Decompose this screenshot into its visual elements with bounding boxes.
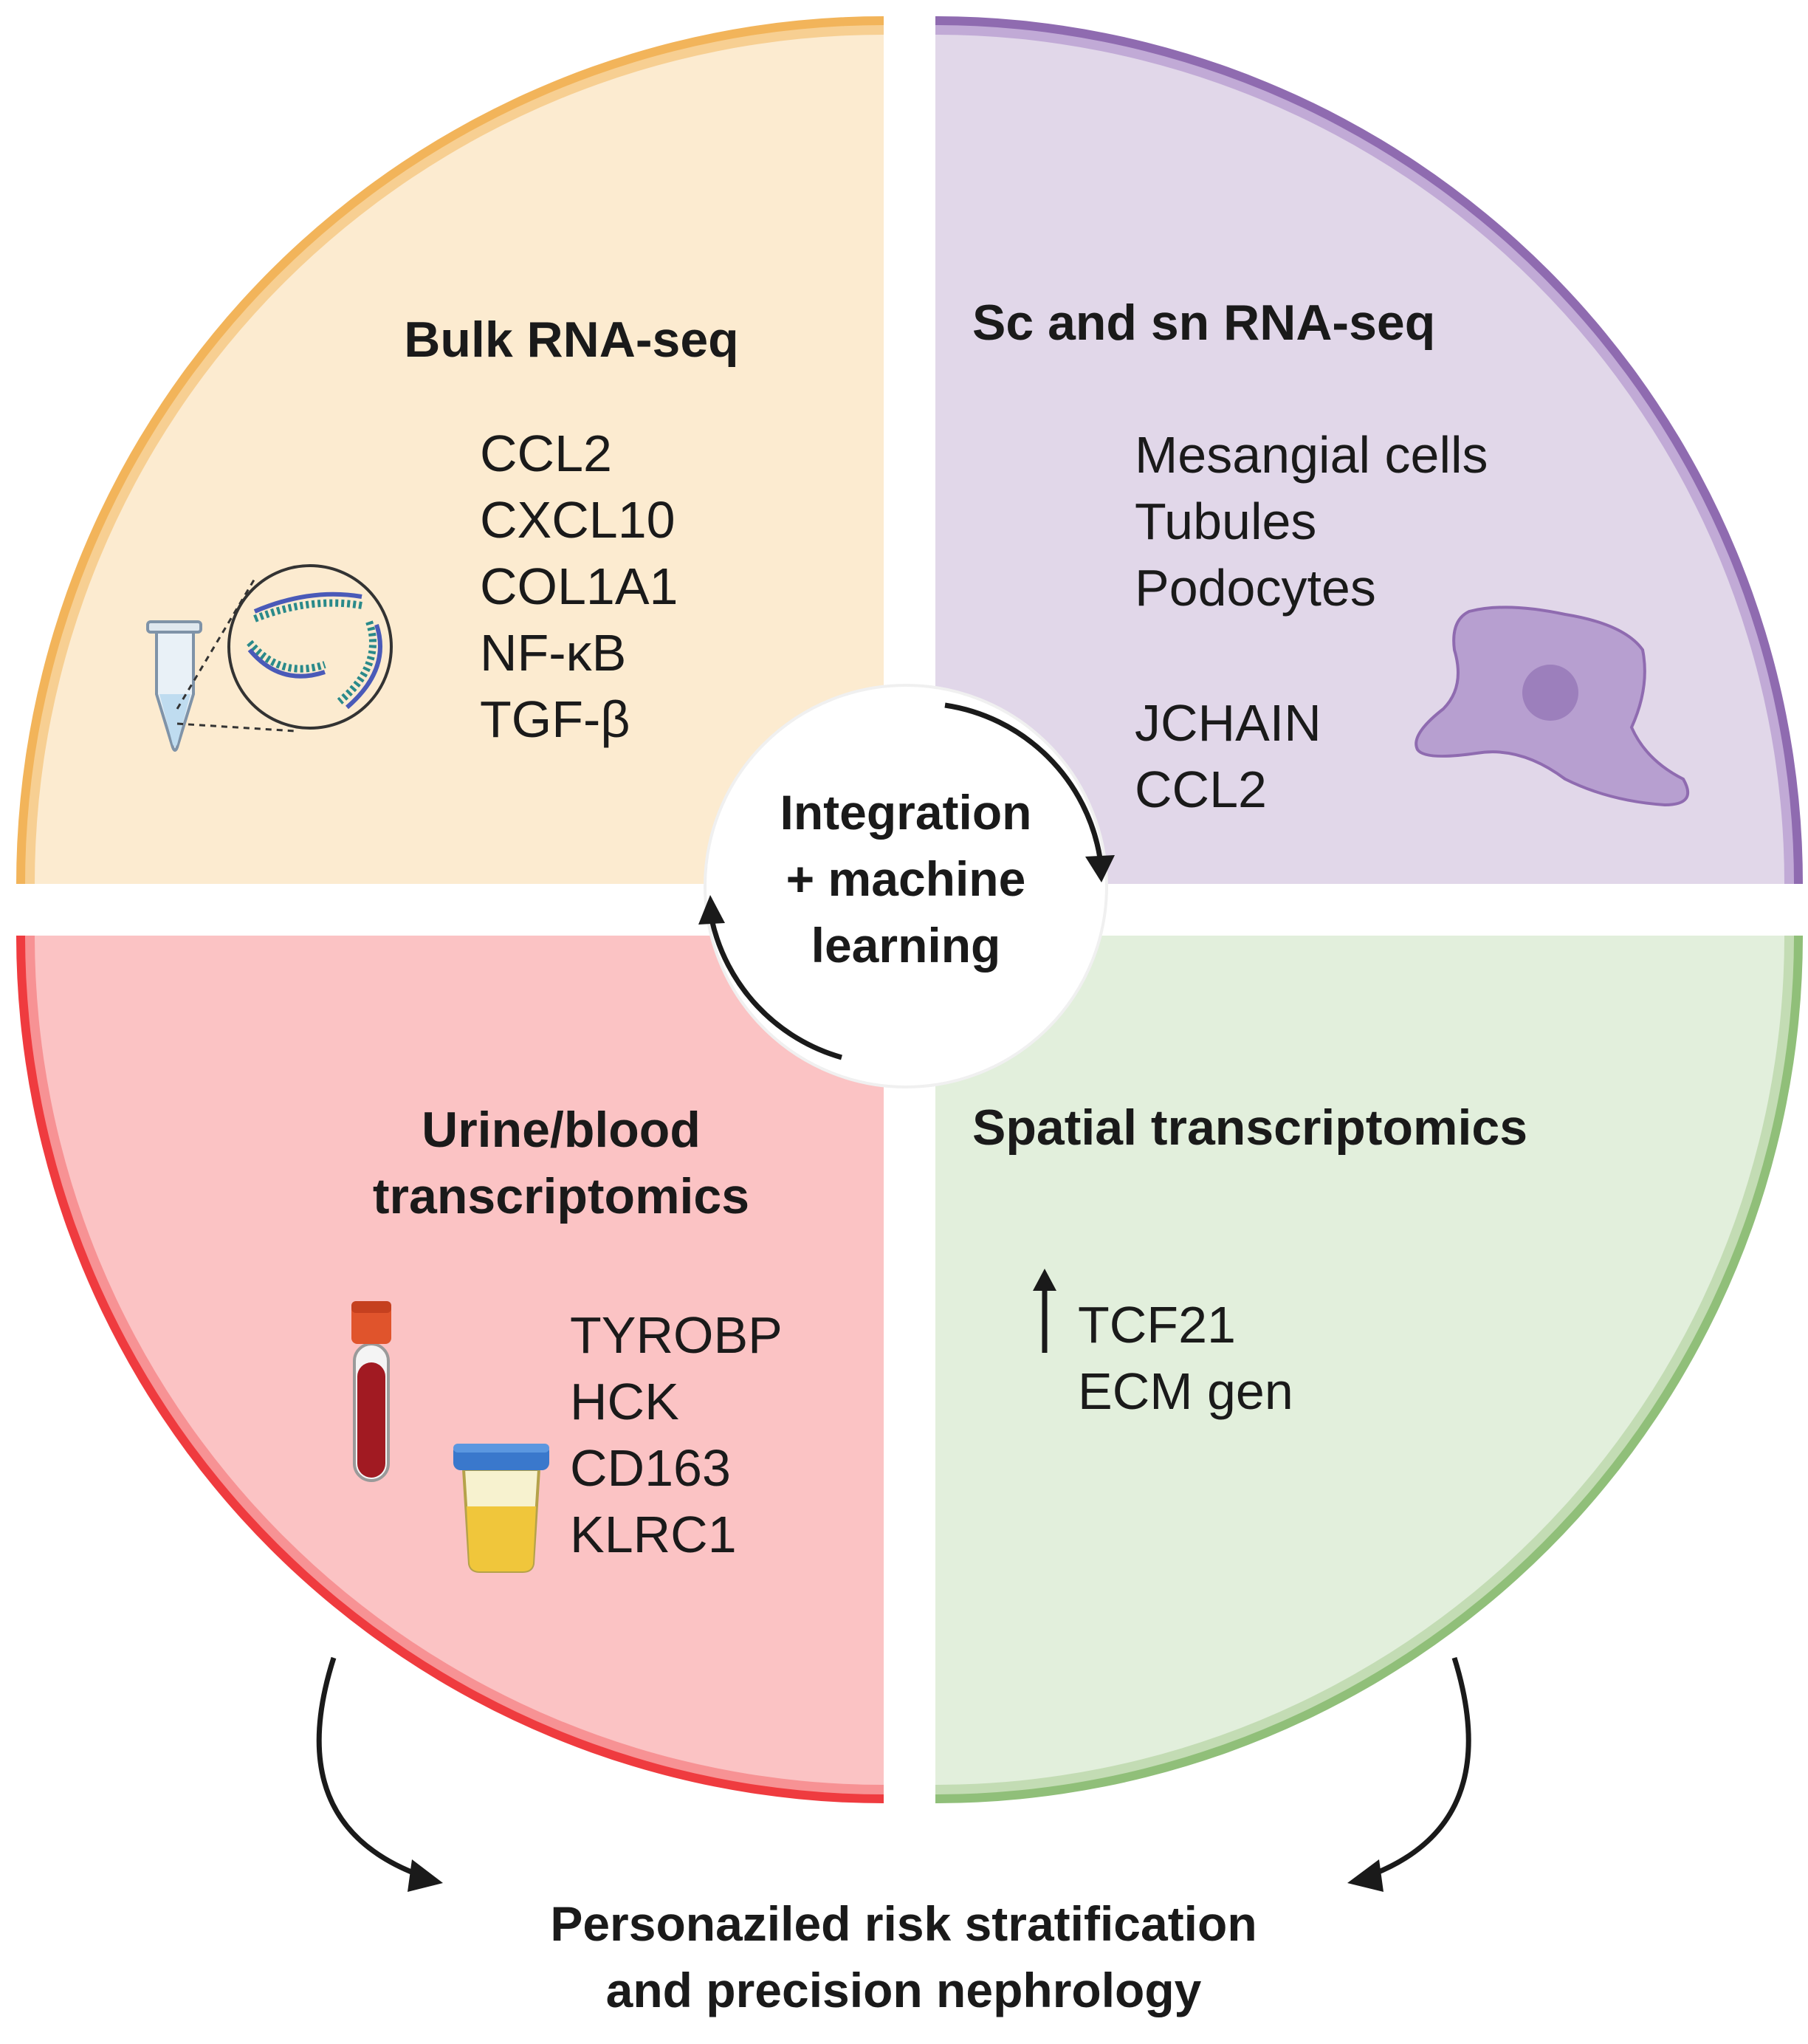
sc-cell-type: Tubules xyxy=(1135,493,1316,550)
curved-arrow-icon xyxy=(316,1656,443,1892)
quadrant-spatial-fill xyxy=(935,936,1784,1785)
cell-icon xyxy=(1415,606,1690,807)
quadrant-urine-blood xyxy=(16,936,884,1803)
urine-title-line: transcriptomics xyxy=(373,1168,749,1224)
urine-gene: HCK xyxy=(570,1373,679,1430)
bulk-gene-list: CCL2 CXCL10 COL1A1 NF-κB TGF-β xyxy=(480,425,678,748)
sc-gene-list: JCHAIN CCL2 xyxy=(1135,694,1321,818)
conclusion-line: and precision nephrology xyxy=(606,1963,1202,2017)
microtube-icon xyxy=(146,620,202,752)
bulk-gene: CXCL10 xyxy=(480,491,676,549)
sc-title: Sc and sn RNA-seq xyxy=(972,295,1435,351)
urine-gene-list: TYROBP HCK CD163 KLRC1 xyxy=(570,1306,783,1563)
sc-gene: CCL2 xyxy=(1135,761,1267,818)
quadrant-spatial xyxy=(935,936,1803,1803)
sc-cell-type: Podocytes xyxy=(1135,559,1376,617)
cycle-arrow-icon xyxy=(698,702,1115,1060)
center-hub: Integration + machine learning xyxy=(698,684,1115,1088)
bulk-title: Bulk RNA-seq xyxy=(404,312,738,368)
sc-cell-list: Mesangial cells Tubules Podocytes xyxy=(1135,426,1488,617)
sc-gene: JCHAIN xyxy=(1135,694,1321,752)
quadrant-urine-fill xyxy=(35,936,884,1785)
spatial-gene: ECM gen xyxy=(1078,1362,1293,1420)
bulk-gene: NF-κB xyxy=(480,624,626,682)
urine-gene: TYROBP xyxy=(570,1306,783,1364)
center-label-line: Integration xyxy=(780,785,1032,840)
conclusion-line: Personaziled risk stratification xyxy=(550,1896,1257,1951)
rna-strand-icon xyxy=(176,564,393,733)
center-label-line: learning xyxy=(811,918,1001,973)
urine-cup-icon xyxy=(453,1444,549,1573)
spatial-gene: TCF21 xyxy=(1078,1296,1236,1354)
spatial-title: Spatial transcriptomics xyxy=(972,1100,1527,1156)
sc-cell-type: Mesangial cells xyxy=(1135,426,1488,484)
urine-gene: CD163 xyxy=(570,1439,731,1497)
up-arrow-icon xyxy=(1033,1269,1056,1353)
urine-title-line: Urine/blood xyxy=(422,1102,701,1158)
bulk-gene: TGF-β xyxy=(480,690,630,748)
blood-tube-icon xyxy=(351,1301,391,1482)
curved-arrow-icon xyxy=(1347,1656,1471,1892)
spatial-gene-list: TCF21 ECM gen xyxy=(1078,1296,1293,1420)
urine-gene: KLRC1 xyxy=(570,1506,737,1563)
center-label-line: + machine xyxy=(786,851,1026,906)
bulk-gene: CCL2 xyxy=(480,425,612,482)
bulk-gene: COL1A1 xyxy=(480,558,678,615)
